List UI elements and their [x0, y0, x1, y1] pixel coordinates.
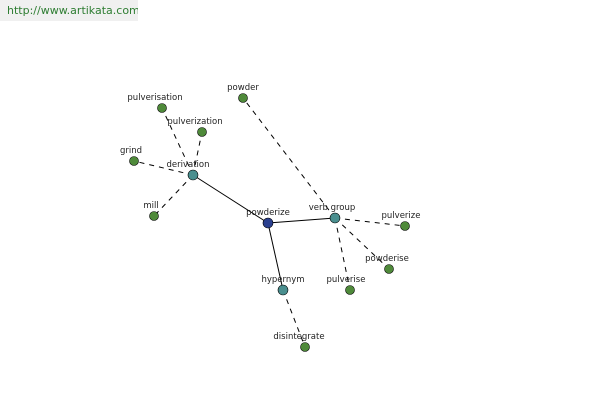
node-label-pulverization: pulverization — [167, 117, 222, 127]
node-dot-hypernym[interactable] — [277, 284, 289, 296]
node-pulverize[interactable]: pulverize — [382, 211, 421, 231]
node-label-powder: powder — [227, 83, 259, 93]
node-label-mill: mill — [143, 201, 158, 211]
node-dot-pulverise[interactable] — [345, 285, 355, 295]
node-dot-pulverize[interactable] — [400, 221, 410, 231]
edge-powderize-derivation — [192, 174, 269, 224]
node-label-powderize: powderize — [246, 208, 290, 218]
node-label-disintegrate: disintegrate — [273, 332, 324, 342]
node-hypernym[interactable]: hypernym — [261, 275, 305, 296]
node-dot-pulverisation[interactable] — [157, 103, 167, 113]
node-dot-disintegrate[interactable] — [300, 342, 310, 352]
node-pulverise[interactable]: pulverise — [327, 275, 366, 295]
node-derivation[interactable]: derivation — [166, 160, 210, 181]
node-mill[interactable]: mill — [143, 201, 159, 221]
edge-derivation-mill — [153, 174, 194, 217]
node-label-pulverise: pulverise — [327, 275, 366, 285]
node-dot-verbgroup[interactable] — [329, 212, 341, 224]
edge-powderize-hypernym — [267, 222, 284, 291]
node-label-hypernym: hypernym — [261, 275, 304, 285]
edge-derivation-pulverisation — [161, 107, 194, 176]
node-dot-powderise[interactable] — [384, 264, 394, 274]
node-label-pulverisation: pulverisation — [127, 93, 182, 103]
edge-verbgroup-pulverize — [334, 217, 406, 227]
node-label-powderise: powderise — [365, 254, 409, 264]
edges-layer — [133, 97, 406, 348]
node-dot-pulverization[interactable] — [197, 127, 207, 137]
node-grind[interactable]: grind — [120, 146, 142, 166]
node-powderise[interactable]: powderise — [365, 254, 409, 274]
node-powder[interactable]: powder — [227, 83, 259, 103]
edge-hypernym-disintegrate — [282, 289, 306, 348]
node-dot-mill[interactable] — [149, 211, 159, 221]
node-dot-powderize[interactable] — [262, 217, 274, 229]
node-dot-grind[interactable] — [129, 156, 139, 166]
node-powderize[interactable]: powderize — [246, 208, 290, 229]
edge-derivation-pulverization — [192, 131, 203, 176]
edge-verbgroup-powderise — [334, 217, 390, 270]
node-pulverization[interactable]: pulverization — [167, 117, 223, 137]
edge-verbgroup-powder — [242, 97, 336, 219]
edge-derivation-grind — [133, 160, 194, 176]
edge-powderize-verbgroup — [267, 217, 336, 224]
node-label-derivation: derivation — [166, 160, 209, 170]
node-pulverisation[interactable]: pulverisation — [127, 93, 183, 113]
node-label-pulverize: pulverize — [382, 211, 421, 221]
site-url[interactable]: http://www.artikata.com — [0, 0, 138, 21]
node-dot-derivation[interactable] — [187, 169, 199, 181]
node-disintegrate[interactable]: disintegrate — [273, 332, 325, 352]
nodes-layer: powderize derivation verb group hypernym pul… — [120, 83, 421, 352]
edge-verbgroup-pulverise — [334, 217, 351, 291]
node-label-grind: grind — [120, 146, 142, 156]
node-label-verbgroup: verb group — [309, 203, 356, 213]
node-dot-powder[interactable] — [238, 93, 248, 103]
node-verbgroup[interactable]: verb group — [309, 203, 356, 224]
